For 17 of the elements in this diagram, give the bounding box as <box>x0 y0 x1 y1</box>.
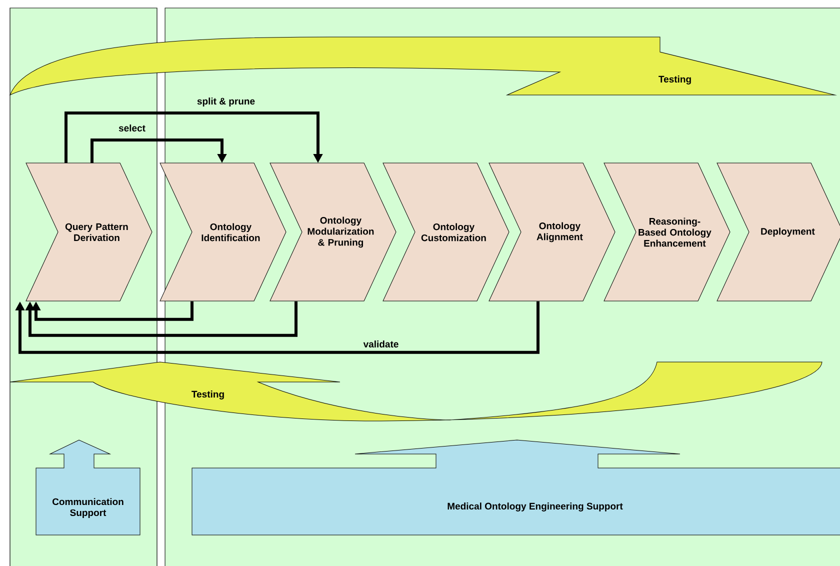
support-box: Medical Ontology Engineering Support <box>192 440 840 536</box>
chevron-step: Deployment <box>716 162 840 302</box>
arrow <box>25 301 298 337</box>
arrow <box>31 301 194 321</box>
chevron-step: Query Pattern Derivation <box>26 162 152 302</box>
edge-label: split & prune <box>196 96 256 108</box>
edge-label: select <box>118 124 146 132</box>
arrow <box>15 301 540 354</box>
chevron-step: Ontology Customization <box>382 162 510 302</box>
chevron-step: Ontology Alignment <box>488 162 616 302</box>
edge-label: validate <box>362 340 400 348</box>
chevron-step: Ontology Identification <box>160 162 286 302</box>
chevron-step: Ontology Modularization & Pruning <box>270 162 396 302</box>
arrow <box>90 138 227 163</box>
arrow <box>64 112 323 163</box>
chevron-step: Reasoning-Based Ontology Enhancement <box>604 162 730 302</box>
support-box: Communication Support <box>36 440 140 536</box>
